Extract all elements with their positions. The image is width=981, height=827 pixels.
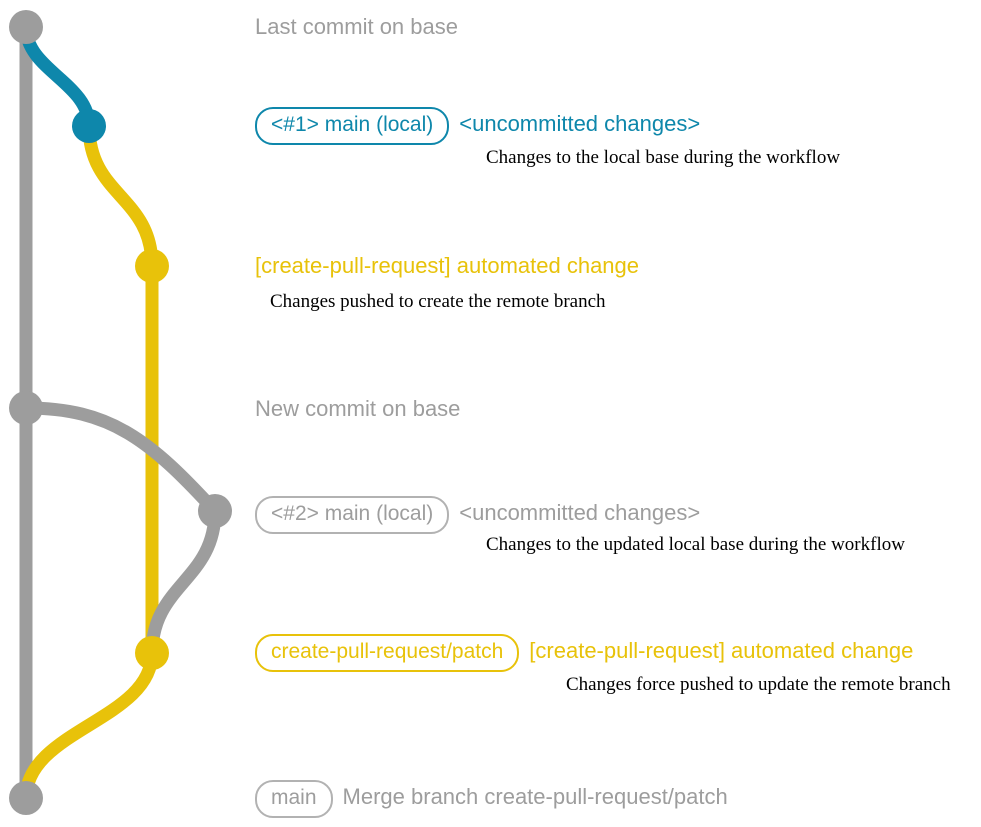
edge-local-1-to-patch-1: [82, 119, 159, 273]
commit-row-local-change-2: <#2> main (local) <uncommitted changes>: [255, 496, 700, 534]
ref-badge-main[interactable]: main: [255, 780, 333, 818]
edge-patch-2-to-merge: [19, 646, 159, 805]
commit-node-base-merge[interactable]: [9, 781, 43, 815]
commit-description-automated-change-1: Changes pushed to create the remote bran…: [270, 291, 606, 312]
commit-description-automated-change-2: Changes force pushed to update the remot…: [566, 674, 951, 695]
commit-row-automated-change-2: create-pull-request/patch [create-pull-r…: [255, 634, 913, 672]
edge-base-new-to-local-2: [19, 401, 222, 518]
commit-subject-merge-commit: Merge branch create-pull-request/patch: [342, 784, 728, 809]
commit-row-local-change-1: <#1> main (local) <uncommitted changes>: [255, 107, 700, 145]
commit-node-base-new[interactable]: [9, 391, 43, 425]
ref-badge-create-pull-request-patch[interactable]: create-pull-request/patch: [255, 634, 520, 672]
ref-badge-main-local-2[interactable]: <#2> main (local): [255, 496, 450, 534]
commit-node-base-last[interactable]: [9, 10, 43, 44]
edge-local-2-to-patch-2: [145, 504, 222, 660]
commit-node-patch-2[interactable]: [135, 636, 169, 670]
commit-node-local-2[interactable]: [198, 494, 232, 528]
commit-description-local-change-2: Changes to the updated local base during…: [486, 534, 905, 555]
commit-row-merge-commit: main Merge branch create-pull-request/pa…: [255, 780, 728, 818]
edge-base-to-local-1: [19, 20, 96, 133]
commit-subject-local-change-1: <uncommitted changes>: [459, 111, 701, 136]
commit-label-last-commit-on-base: Last commit on base: [255, 14, 458, 39]
commit-node-local-1[interactable]: [72, 109, 106, 143]
commit-subject-automated-change-2: [create-pull-request] automated change: [529, 638, 914, 663]
commit-node-patch-1[interactable]: [135, 249, 169, 283]
commit-subject-local-change-2: <uncommitted changes>: [459, 500, 701, 525]
ref-badge-main-local-1[interactable]: <#1> main (local): [255, 107, 450, 145]
commit-description-local-change-1: Changes to the local base during the wor…: [486, 147, 841, 168]
commit-subject-automated-change-1: [create-pull-request] automated change: [255, 253, 640, 278]
commit-label-new-commit-on-base: New commit on base: [255, 396, 461, 421]
